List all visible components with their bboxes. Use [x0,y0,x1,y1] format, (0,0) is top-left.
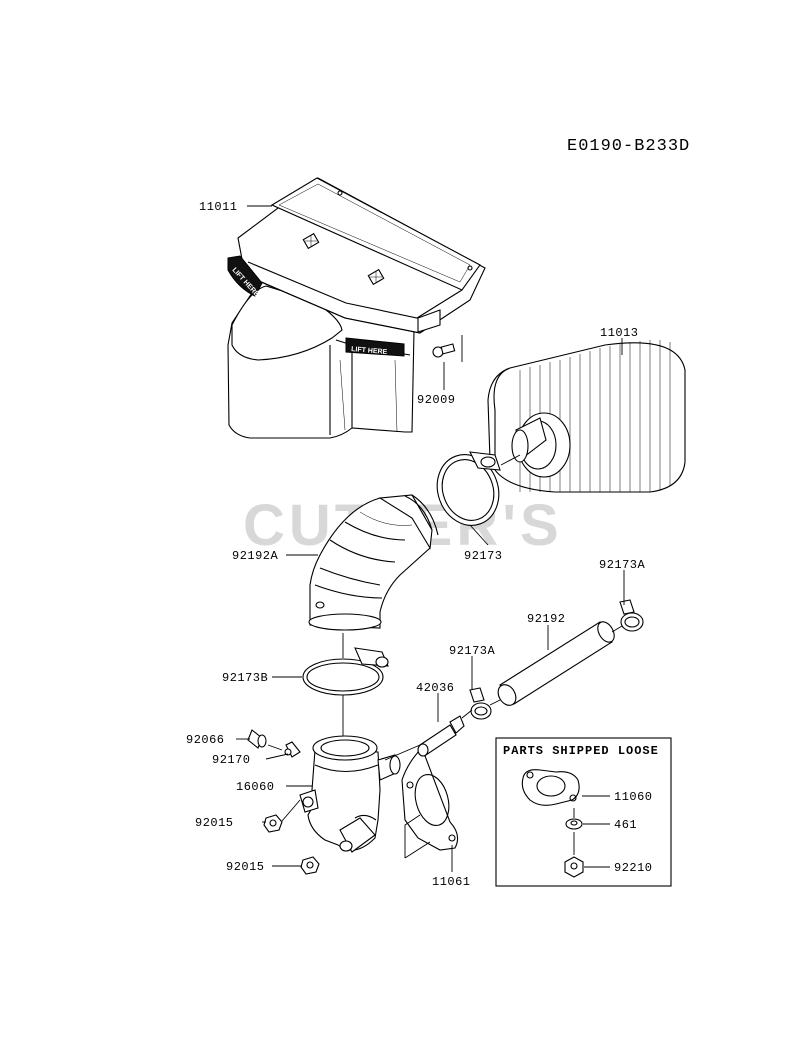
hose-clamp-92173a-top[interactable] [619,599,644,632]
inlet-pipe[interactable] [299,735,401,853]
gasket-11060[interactable] [521,769,580,806]
diagram-code: E0190-B233D [567,137,690,156]
label-92192a: 92192A [232,549,279,563]
label-92173a-mid: 92173A [449,644,496,658]
label-92009: 92009 [417,393,456,407]
label-11061: 11061 [432,875,471,889]
lift-tab-right [345,337,405,357]
cap-92066[interactable] [247,729,267,749]
label-92170: 92170 [212,753,251,767]
label-92210: 92210 [614,861,653,875]
elbow-hose[interactable] [308,494,439,631]
hose[interactable] [495,619,618,709]
label-461: 461 [614,818,637,832]
clip-92170[interactable] [284,741,301,758]
label-92173a-top: 92173A [599,558,646,572]
leader-lines [236,205,625,872]
air-cleaner-cover[interactable]: LIFT HERE LIFT HERE [227,177,486,439]
nut-92210[interactable] [564,856,584,878]
label-16060: 16060 [236,780,275,794]
label-92173b: 92173B [222,671,268,685]
hose-fitting[interactable] [417,715,465,757]
label-92015-upper: 92015 [195,816,234,830]
lift-here-right: LIFT HERE [351,346,388,356]
hose-clamp-92173a-mid[interactable] [469,687,492,720]
assembly-lines [267,454,623,855]
screw[interactable] [432,343,456,358]
washer-461[interactable] [565,818,583,830]
lift-tab-left [227,255,263,297]
label-92173: 92173 [464,549,503,563]
nut-92015-upper[interactable] [263,814,283,833]
label-11060: 11060 [614,790,653,804]
hose-clamp-92173[interactable] [427,446,508,534]
gasket[interactable] [401,747,459,851]
parts-box-title: PARTS SHIPPED LOOSE [503,744,659,758]
nut-92015-lower[interactable] [300,856,320,875]
label-92066: 92066 [186,733,225,747]
label-42036: 42036 [416,681,455,695]
air-filter-element[interactable] [487,340,686,493]
hose-clamp-92173b[interactable] [302,647,389,696]
parts-shipped-loose-box: PARTS SHIPPED LOOSE [495,737,672,887]
label-11011: 11011 [199,200,238,214]
label-11013: 11013 [600,326,639,340]
part-labels: 11011 11013 92009 92173 92192A 92173A 92… [186,200,653,889]
label-92015-lower: 92015 [226,860,265,874]
label-92192: 92192 [527,612,566,626]
